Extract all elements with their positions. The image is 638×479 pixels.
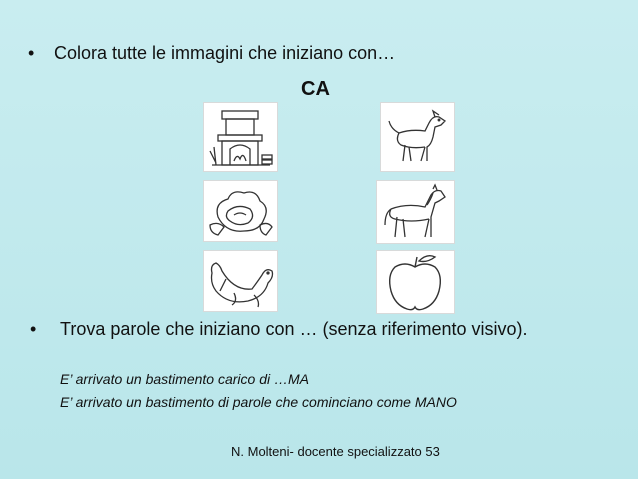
bullet-trova: • Trova parole che iniziano con … (senza… (30, 318, 590, 340)
seal-icon (203, 250, 278, 312)
dog-icon (380, 102, 455, 172)
bullet-text: Colora tutte le immagini che iniziano co… (54, 43, 396, 63)
bullet-colora: • Colora tutte le immagini che iniziano … (28, 42, 395, 64)
horse-icon (376, 180, 455, 244)
target-syllable: CA (301, 78, 330, 100)
cabbage-icon (203, 180, 278, 242)
apple-icon (376, 250, 455, 314)
fireplace-icon (203, 102, 278, 172)
footer-credit: N. Molteni- docente specializzato 53 (231, 444, 440, 459)
example-sentence-1: E’ arrivato un bastimento carico di …MA (60, 371, 309, 387)
bullet-dot: • (28, 43, 35, 63)
bullet-dot: • (30, 319, 37, 339)
bullet-text: Trova parole che iniziano con … (senza r… (60, 319, 528, 339)
example-sentence-2: E’ arrivato un bastimento di parole che … (60, 394, 457, 410)
